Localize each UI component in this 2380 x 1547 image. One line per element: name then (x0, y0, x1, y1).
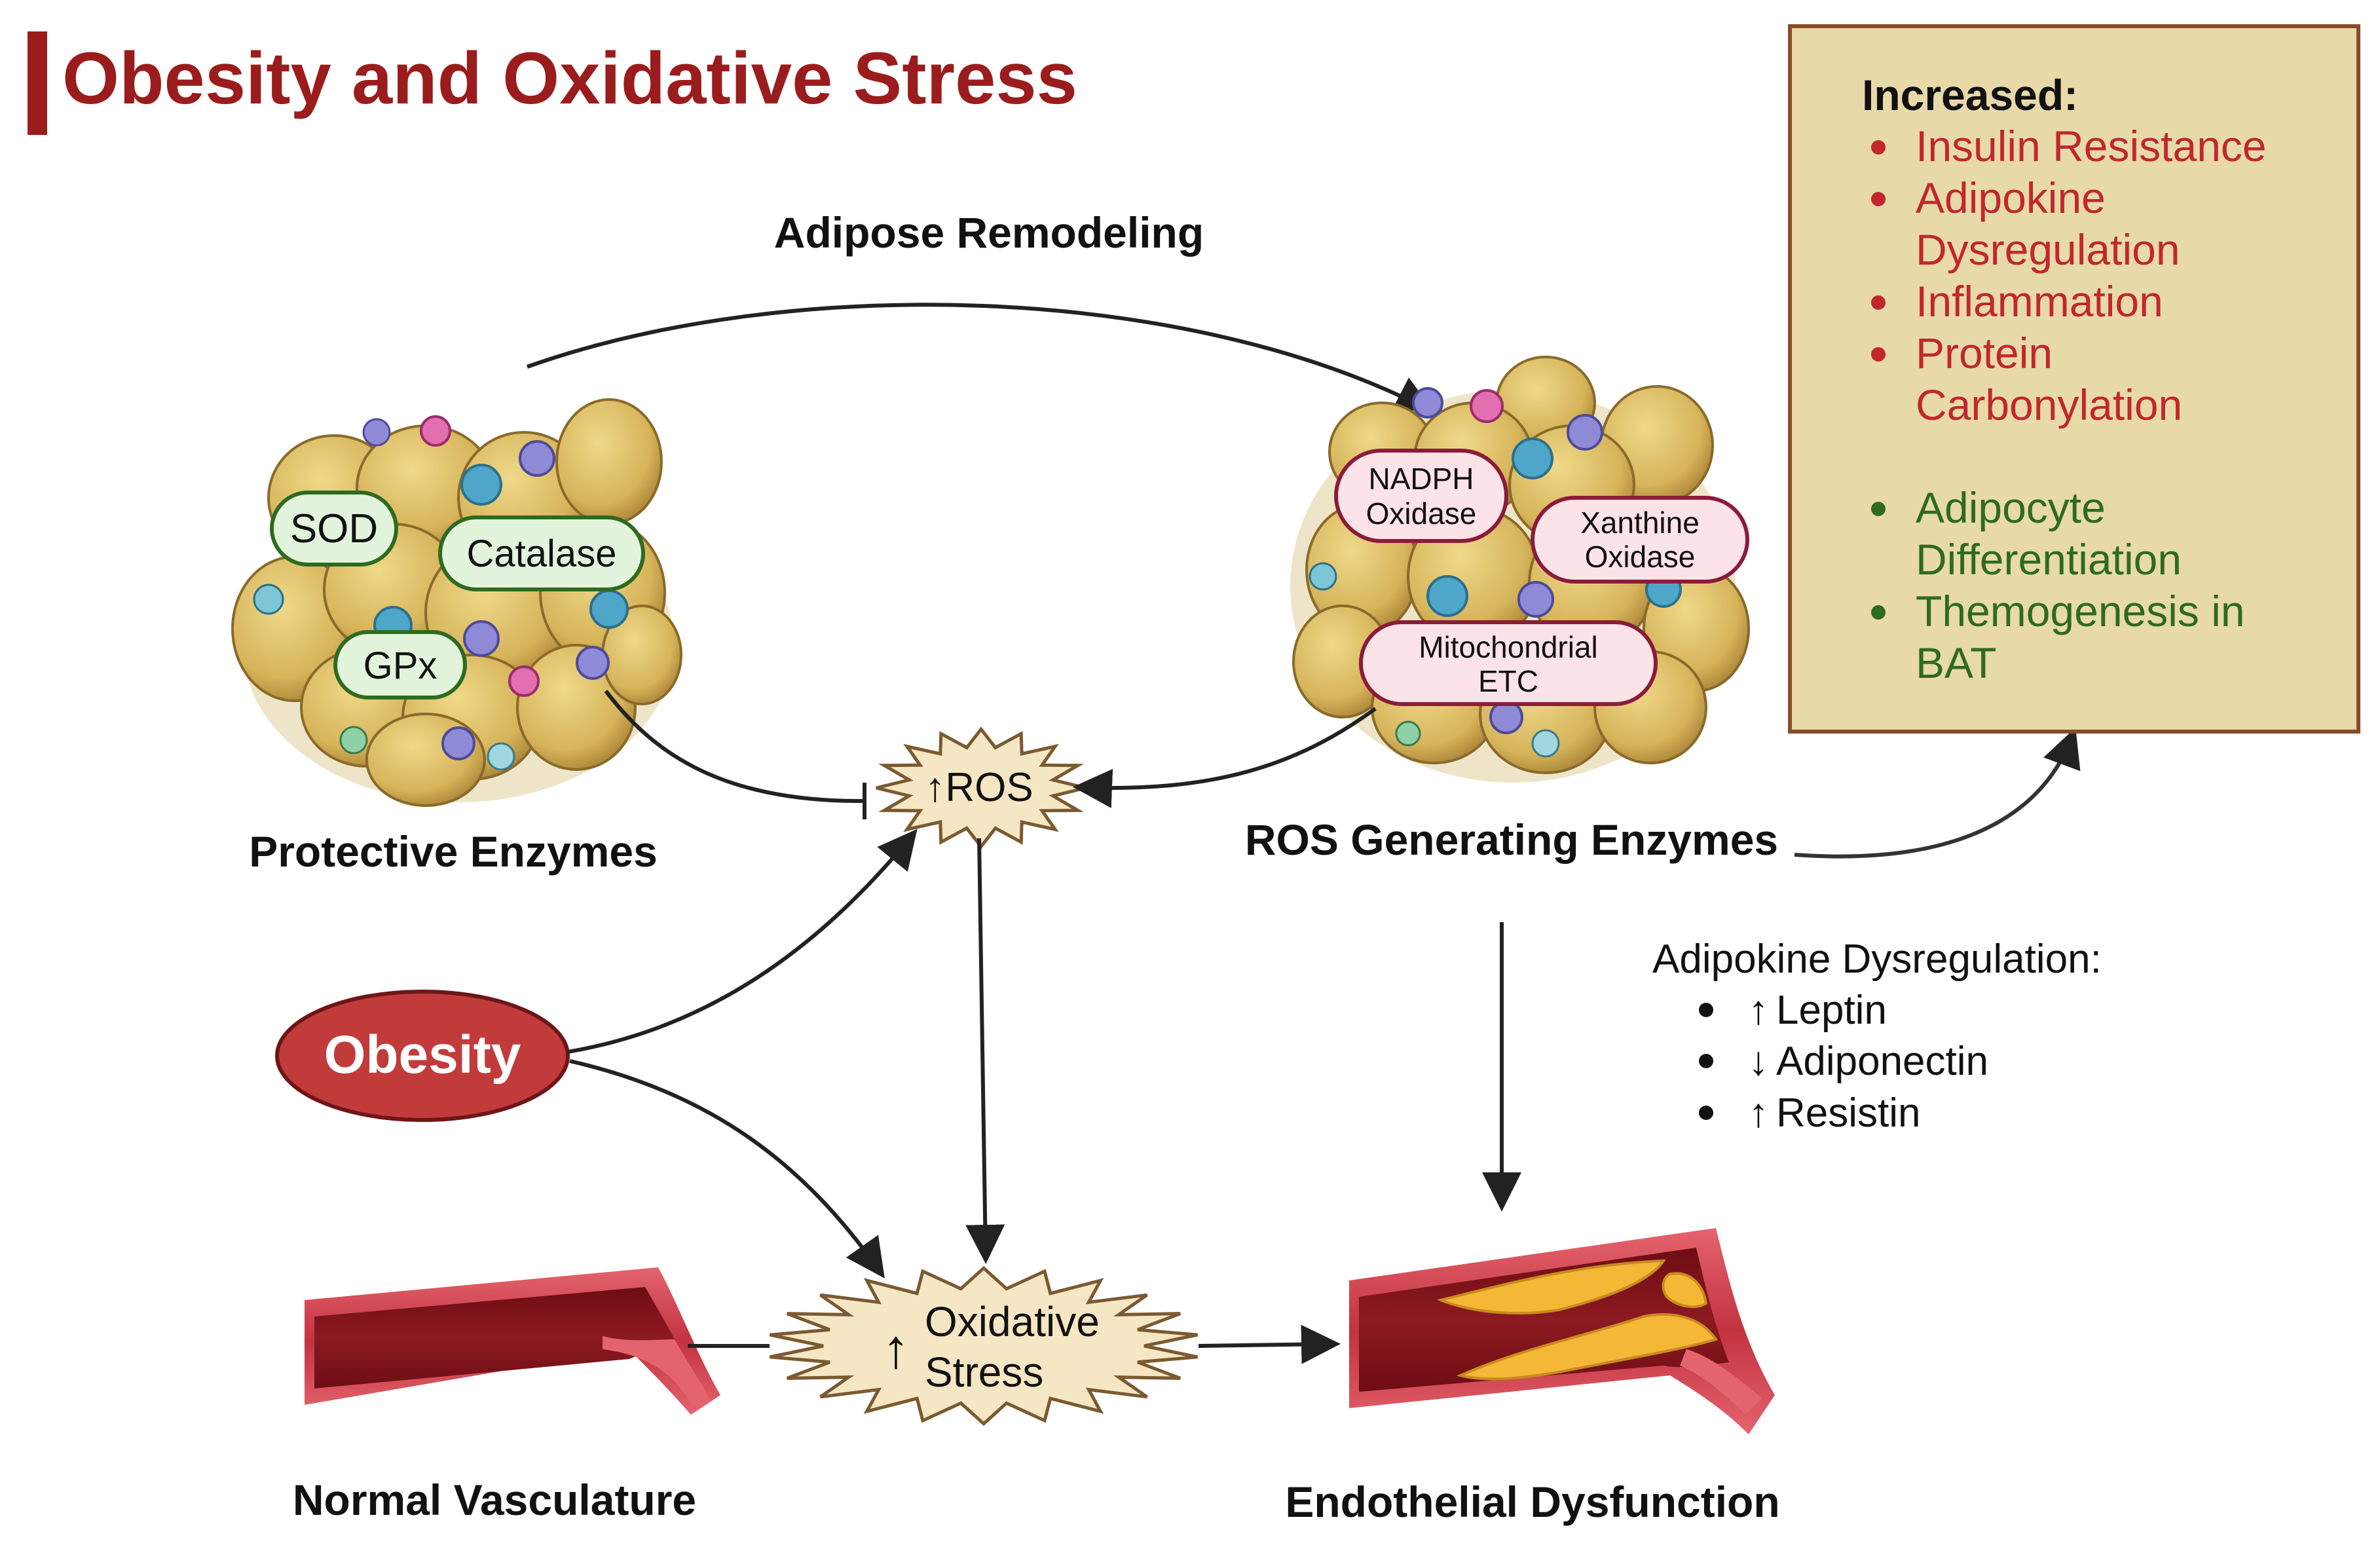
adipokine-line2: Dysregulation (1916, 225, 2180, 274)
adipokine-bullet-3 (1699, 1106, 1713, 1120)
catalase-label: Catalase (467, 532, 617, 575)
adipokine-bullet-1 (1699, 1003, 1713, 1017)
adipokine-heading: Adipokine Dysregulation: (1652, 937, 2102, 982)
oxidative-up-arrow: ↑ (882, 1318, 910, 1379)
normal-vasculature-label: Normal Vasculature (293, 1476, 696, 1524)
protective-enzymes-label: Protective Enzymes (249, 827, 658, 876)
adipokine-bullet-2 (1699, 1054, 1713, 1068)
obesity-to-stress-arrow (569, 1059, 885, 1278)
dysfunctional-vessel (1349, 1228, 1775, 1434)
obesity-to-ros-arrow (567, 829, 918, 1054)
obesity-node: Obesity (275, 990, 570, 1122)
ros-up-arrow: ↑ (925, 765, 945, 810)
inflammation: Inflammation (1916, 277, 2163, 326)
themogenesis-line2: BAT (1916, 639, 1996, 687)
protective-inhibition-line (604, 690, 865, 804)
gpx-label: GPx (363, 644, 437, 687)
ros-generation-arrow (1073, 707, 1377, 808)
ros-generating-enzymes-label: ROS Generating Enzymes (1245, 815, 1778, 864)
red-bullet-2 (1871, 192, 1886, 206)
nadph-line1: NADPH (1368, 462, 1474, 496)
red-bullet-3 (1871, 295, 1886, 310)
nadph-line2: Oxidase (1366, 496, 1477, 531)
green-bullet-2 (1871, 605, 1886, 620)
oxidative-stress-burst: ↑ Oxidative Stress (769, 1265, 1199, 1426)
catalase-pill: Catalase (438, 515, 645, 591)
sod-label: SOD (290, 506, 378, 551)
protective-adipose-cluster (231, 398, 682, 807)
adipocyte-line2: Differentiation (1916, 535, 2182, 584)
adipokine-line1: Adipokine (1916, 174, 2106, 222)
increased-effects-box: Increased: Insulin Resistance Adipokine … (1788, 24, 2360, 734)
adipose-remodeling-label: Adipose Remodeling (774, 208, 1204, 257)
mitochondrial-etc-pill: Mitochondrial ETC (1359, 620, 1658, 706)
increased-effects-arrow (1794, 727, 2081, 859)
title-accent-bar (28, 31, 47, 135)
xanthine-line2: Oxidase (1585, 540, 1696, 574)
ros-text: ROS (945, 765, 1033, 810)
oxidative-line2: Stress (925, 1349, 1043, 1396)
adipose-remodeling-arrow (526, 303, 1435, 413)
nadph-oxidase-pill: NADPH Oxidase (1334, 449, 1508, 543)
increased-heading: Increased: (1862, 71, 2078, 119)
xanthine-line1: Xanthine (1580, 506, 1700, 540)
insulin-resistance: Insulin Resistance (1916, 122, 2267, 170)
obesity-label: Obesity (324, 1025, 521, 1085)
page-title: Obesity and Oxidative Stress (62, 37, 1077, 119)
resistin-label: Resistin (1776, 1090, 1921, 1136)
stress-to-dysfunction-arrow (1198, 1324, 1341, 1364)
mito-line1: Mitochondrial (1419, 630, 1598, 664)
mito-line2: ETC (1478, 664, 1538, 698)
oxidative-line1: Oxidative (925, 1298, 1100, 1345)
green-bullet-1 (1871, 502, 1886, 516)
protein-line1: Protein (1916, 329, 2053, 377)
leptin-arrow: ↑ (1749, 988, 1769, 1033)
adiponectin-arrow: ↓ (1749, 1039, 1769, 1084)
endothelial-dysfunction-label: Endothelial Dysfunction (1285, 1478, 1779, 1526)
adipokine-dysregulation-list: Adipokine Dysregulation: ↑ Leptin ↓ Adip… (1652, 937, 2102, 1136)
red-bullet-1 (1871, 140, 1886, 155)
normal-vessel (305, 1267, 720, 1415)
red-bullet-4 (1871, 347, 1886, 362)
gpx-pill: GPx (333, 630, 467, 699)
protein-line2: Carbonylation (1916, 381, 2182, 429)
sod-pill: SOD (270, 491, 398, 567)
ros-burst: ↑ROS (876, 726, 1087, 849)
themogenesis-line1: Themogenesis in (1916, 587, 2245, 635)
resistin-arrow: ↑ (1749, 1090, 1769, 1136)
adiponectin-label: Adiponectin (1776, 1039, 1988, 1084)
adipocyte-line1: Adipocyte (1916, 483, 2106, 532)
xanthine-oxidase-pill: Xanthine Oxidase (1531, 496, 1749, 584)
ros-label: ↑ROS (925, 765, 1033, 810)
ros-to-stress-arrow (965, 838, 1005, 1264)
leptin-label: Leptin (1776, 988, 1887, 1033)
